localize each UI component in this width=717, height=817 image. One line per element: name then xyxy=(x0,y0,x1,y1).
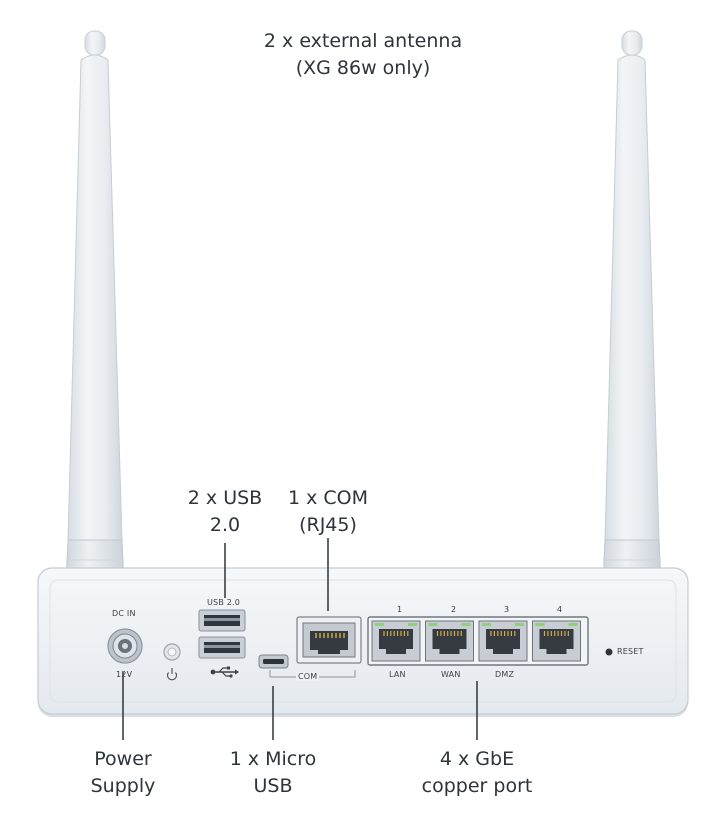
port-name-wan: WAN xyxy=(441,670,461,679)
gbe-port xyxy=(371,620,421,662)
com-callout-line1: 1 x COM xyxy=(287,487,369,509)
antenna-callout-line1: 2 x external antenna xyxy=(263,30,463,52)
gbe-port xyxy=(425,620,474,662)
usb-version-label: USB 2.0 xyxy=(207,598,241,607)
com-label: COM xyxy=(296,672,320,681)
micro-usb-callout-line1: 1 x Micro xyxy=(229,748,317,770)
dc-in-label: DC IN xyxy=(112,609,136,618)
power-callout-line1: Power xyxy=(94,748,152,770)
gbe-port-block xyxy=(367,616,589,666)
micro-usb-callout: 1 x Micro USB xyxy=(213,746,333,800)
usb-port-top xyxy=(198,609,246,632)
left-antenna xyxy=(63,30,127,629)
gbe-callout-line2: copper port xyxy=(421,775,533,797)
dc-in-jack xyxy=(107,628,143,664)
port-name-lan: LAN xyxy=(389,670,406,679)
usb-trident-icon xyxy=(210,666,239,678)
reset-button xyxy=(605,648,613,656)
gbe-port xyxy=(532,620,581,662)
com-callout: 1 x COM (RJ45) xyxy=(278,485,378,539)
port-name-dmz: DMZ xyxy=(495,670,515,679)
power-button xyxy=(163,643,181,661)
usb-callout-line1: 2 x USB xyxy=(187,487,263,509)
micro-usb-callout-line2: USB xyxy=(253,775,293,797)
chassis xyxy=(37,567,689,717)
micro-usb-port xyxy=(258,654,289,669)
antenna-callout: 2 x external antenna (XG 86w only) xyxy=(233,28,493,82)
port-number-2: 2 xyxy=(451,605,457,614)
port-number-4: 4 xyxy=(557,605,563,614)
port-number-3: 3 xyxy=(504,605,510,614)
power-callout: Power Supply xyxy=(68,746,178,800)
gbe-callout: 4 x GbE copper port xyxy=(402,746,552,800)
com-rj45-port xyxy=(296,616,362,664)
antenna-callout-line2: (XG 86w only) xyxy=(295,57,431,79)
gbe-port xyxy=(478,620,528,662)
power-callout-line2: Supply xyxy=(90,775,156,797)
voltage-label: 12V xyxy=(116,670,133,679)
power-symbol-icon xyxy=(166,668,178,681)
usb-callout-line2: 2.0 xyxy=(209,514,241,536)
usb-callout: 2 x USB 2.0 xyxy=(170,485,280,539)
com-callout-line2: (RJ45) xyxy=(299,514,357,536)
right-antenna xyxy=(600,30,664,629)
usb-port-bottom xyxy=(198,636,246,659)
reset-label: RESET xyxy=(617,647,644,656)
port-number-1: 1 xyxy=(397,605,403,614)
callout-lines xyxy=(122,538,478,740)
gbe-callout-line1: 4 x GbE xyxy=(439,748,515,770)
